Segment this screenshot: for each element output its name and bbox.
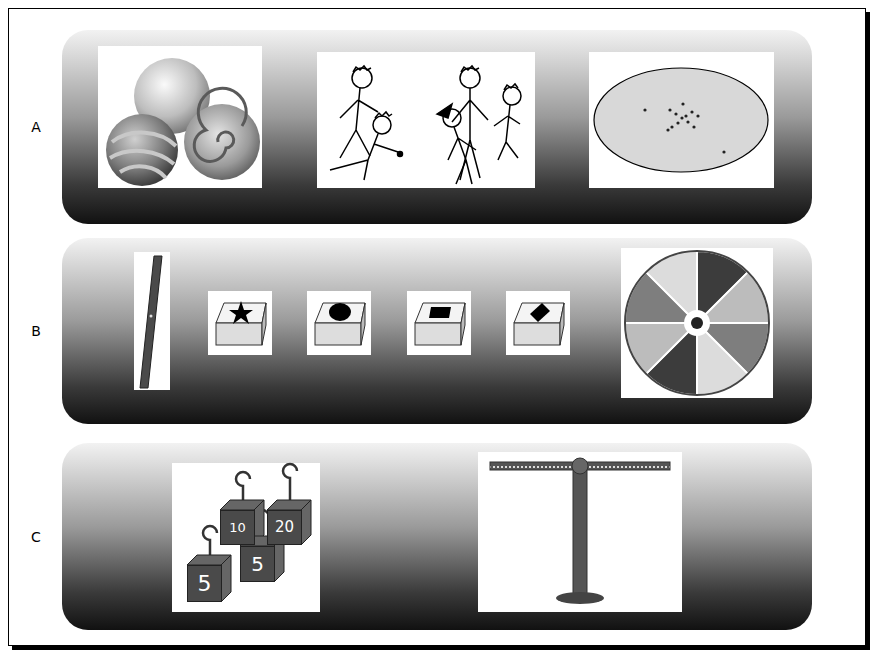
weight-label: 20 xyxy=(275,520,294,535)
panel-band: A xyxy=(62,30,812,224)
weight-block: 5 xyxy=(240,546,275,582)
panel-letter: C xyxy=(31,529,41,545)
weight-label: 10 xyxy=(229,521,246,534)
panel-band: C102055 xyxy=(62,443,812,630)
weight-block: 10 xyxy=(220,510,255,545)
panel-letter: A xyxy=(31,119,41,135)
weight-label: 5 xyxy=(198,573,212,595)
weight-label: 5 xyxy=(251,554,264,574)
weight-block: 20 xyxy=(267,510,302,545)
panel-letter: B xyxy=(31,323,41,339)
weight-block: 5 xyxy=(187,565,222,602)
panel-band: B xyxy=(62,238,812,424)
